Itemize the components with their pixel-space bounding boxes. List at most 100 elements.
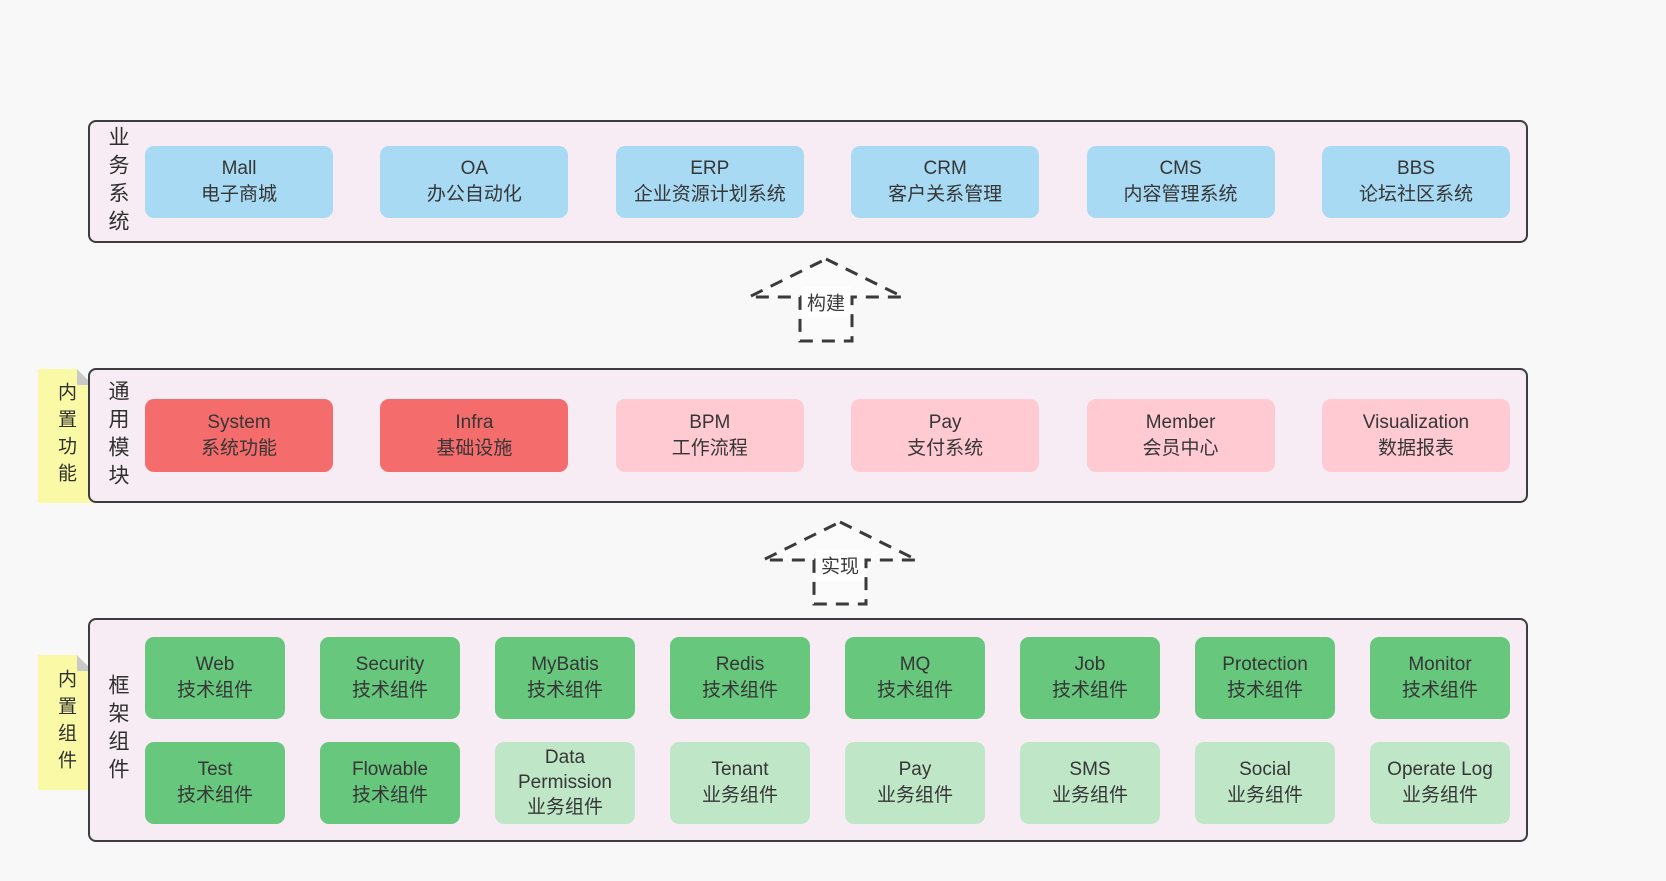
- arrow-implement-up: 实现: [760, 519, 920, 607]
- box-title: Data Permission: [518, 746, 612, 793]
- box-subtitle: 论坛社区系统: [1358, 183, 1473, 205]
- box-subtitle: 业务组件: [1401, 784, 1478, 806]
- box-title: CMS: [1159, 158, 1202, 180]
- box-pay: Pay 业务组件: [845, 741, 985, 824]
- box-title: Security: [355, 654, 425, 676]
- arrow-build-up: 构建: [746, 256, 906, 344]
- box-subtitle: 内容管理系统: [1123, 183, 1238, 205]
- box-title: ERP: [690, 158, 730, 180]
- box-title: Pay: [928, 412, 962, 434]
- box-mq: MQ 技术组件: [845, 636, 985, 719]
- box-mybatis: MyBatis 技术组件: [495, 636, 635, 719]
- box-protection: Protection 技术组件: [1195, 636, 1335, 719]
- box-title: Flowable: [351, 759, 429, 781]
- box-title: Redis: [715, 654, 765, 676]
- box-erp: ERP 企业资源计划系统: [615, 145, 804, 218]
- box-sms: SMS 业务组件: [1020, 741, 1160, 824]
- box-subtitle: 技术组件: [176, 679, 253, 701]
- box-title: Test: [197, 759, 233, 781]
- sticky-tab-label: 内置功能: [55, 382, 76, 490]
- box-title: Member: [1145, 412, 1216, 434]
- box-subtitle: 企业资源计划系统: [633, 183, 786, 205]
- box-flowable: Flowable 技术组件: [320, 741, 460, 824]
- box-subtitle: 技术组件: [876, 679, 953, 701]
- box-subtitle: 业务组件: [1226, 784, 1303, 806]
- box-bbs: BBS 论坛社区系统: [1321, 145, 1510, 218]
- box-subtitle: 支付系统: [907, 437, 984, 459]
- arrow-label: 实现: [815, 549, 865, 581]
- box-subtitle: 技术组件: [526, 679, 603, 701]
- box-social: Social 业务组件: [1195, 741, 1335, 824]
- box-subtitle: 办公自动化: [426, 183, 522, 205]
- box-subtitle: 技术组件: [351, 784, 428, 806]
- layer-label: 框架组件: [106, 674, 129, 786]
- arrow-label: 构建: [801, 286, 851, 318]
- box-security: Security 技术组件: [320, 636, 460, 719]
- box-member: Member 会员中心: [1086, 399, 1275, 472]
- layer-label: 通用模块: [106, 379, 129, 492]
- box-title: MQ: [899, 654, 931, 676]
- box-subtitle: 客户关系管理: [888, 183, 1003, 205]
- box-data-permission: Data Permission 业务组件: [495, 741, 635, 824]
- box-redis: Redis 技术组件: [670, 636, 810, 719]
- box-subtitle: 业务组件: [876, 784, 953, 806]
- box-operate-log: Operate Log 业务组件: [1370, 741, 1510, 824]
- sticky-tab-built-in-features: 内置功能: [38, 369, 93, 503]
- box-title: Operate Log: [1387, 759, 1493, 781]
- box-title: System: [207, 412, 271, 434]
- box-title: Infra: [455, 412, 494, 434]
- box-subtitle: 技术组件: [701, 679, 778, 701]
- box-subtitle: 技术组件: [1401, 679, 1478, 701]
- box-subtitle: 数据报表: [1377, 437, 1454, 459]
- sticky-tab-built-in-components: 内置组件: [38, 655, 93, 790]
- box-subtitle: 技术组件: [351, 679, 428, 701]
- box-title: Monitor: [1408, 654, 1472, 676]
- box-title: SMS: [1069, 759, 1111, 781]
- box-cms: CMS 内容管理系统: [1086, 145, 1275, 218]
- layer-label: 业务系统: [106, 125, 129, 238]
- box-system: System 系统功能: [145, 399, 333, 472]
- box-title: Tenant: [711, 759, 769, 781]
- box-bpm: BPM 工作流程: [615, 399, 804, 472]
- box-subtitle: 工作流程: [671, 437, 748, 459]
- box-subtitle: 业务组件: [526, 797, 603, 819]
- box-title: Social: [1239, 759, 1291, 781]
- box-subtitle: 业务组件: [701, 784, 778, 806]
- box-subtitle: 技术组件: [176, 784, 253, 806]
- box-subtitle: 系统功能: [200, 437, 277, 459]
- box-title: Mall: [221, 158, 257, 180]
- box-title: OA: [460, 158, 489, 180]
- box-title: BPM: [689, 412, 731, 434]
- box-title: BBS: [1396, 158, 1435, 180]
- box-subtitle: 技术组件: [1051, 679, 1128, 701]
- box-subtitle: 技术组件: [1226, 679, 1303, 701]
- sticky-tab-label: 内置组件: [55, 668, 76, 777]
- box-monitor: Monitor 技术组件: [1370, 636, 1510, 719]
- box-tenant: Tenant 业务组件: [670, 741, 810, 824]
- box-mall: Mall 电子商城: [145, 145, 333, 218]
- box-test: Test 技术组件: [145, 741, 285, 824]
- box-title: MyBatis: [531, 654, 599, 676]
- box-title: Pay: [898, 759, 932, 781]
- box-subtitle: 电子商城: [200, 183, 277, 205]
- box-subtitle: 会员中心: [1142, 437, 1219, 459]
- box-title: Protection: [1222, 654, 1308, 676]
- box-subtitle: 业务组件: [1051, 784, 1128, 806]
- box-oa: OA 办公自动化: [380, 145, 569, 218]
